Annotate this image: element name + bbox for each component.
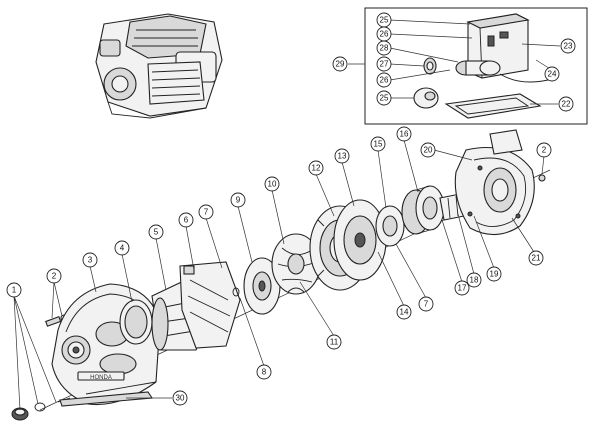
callout-10: 10 xyxy=(264,176,280,192)
svg-text:5: 5 xyxy=(154,228,159,237)
callout-7-right: 7 xyxy=(418,296,434,312)
part-rear-casing xyxy=(454,129,535,236)
svg-text:1: 1 xyxy=(12,286,17,295)
callout-5: 5 xyxy=(148,224,164,240)
callout-19: 19 xyxy=(486,266,502,282)
part-diffuser xyxy=(179,261,241,349)
svg-text:2: 2 xyxy=(52,272,57,281)
svg-text:3: 3 xyxy=(88,256,93,265)
engine-illustration xyxy=(95,13,223,119)
callout-16: 16 xyxy=(396,126,412,142)
svg-text:22: 22 xyxy=(562,100,571,109)
svg-text:4: 4 xyxy=(120,244,125,253)
callout-2-left: 2 xyxy=(46,268,62,284)
housing-mark: HONDA xyxy=(90,375,112,381)
svg-text:28: 28 xyxy=(380,44,389,53)
part-stator-plate-rear xyxy=(333,199,387,281)
part-nut-right xyxy=(538,174,546,182)
leader-lines xyxy=(13,19,561,411)
callout-26-bottom: 26 xyxy=(376,72,392,88)
svg-text:25: 25 xyxy=(380,16,389,25)
callout-14: 14 xyxy=(396,304,412,320)
callout-22: 22 xyxy=(558,96,574,112)
callout-30: 30 xyxy=(172,390,188,406)
part-mechanical-seal xyxy=(401,185,445,235)
callout-13: 13 xyxy=(334,148,350,164)
callout-25-top: 25 xyxy=(376,12,392,28)
callout-25-bottom: 25 xyxy=(376,90,392,106)
callout-3: 3 xyxy=(82,252,98,268)
svg-text:13: 13 xyxy=(338,152,347,161)
part-o-ring-small xyxy=(232,287,240,297)
callout-21: 21 xyxy=(528,250,544,266)
svg-text:24: 24 xyxy=(548,70,557,79)
svg-text:15: 15 xyxy=(374,140,383,149)
svg-text:30: 30 xyxy=(176,394,185,403)
callout-1: 1 xyxy=(6,282,22,298)
control-box-inset xyxy=(364,7,588,125)
part-impeller-disc xyxy=(243,257,281,315)
svg-text:19: 19 xyxy=(490,270,499,279)
callout-17: 17 xyxy=(454,280,470,296)
callout-27: 27 xyxy=(376,56,392,72)
part-spacer xyxy=(375,205,405,247)
svg-text:2: 2 xyxy=(542,146,547,155)
svg-text:18: 18 xyxy=(470,276,479,285)
svg-text:23: 23 xyxy=(564,42,573,51)
part-gasket-ring xyxy=(119,299,153,345)
svg-text:27: 27 xyxy=(380,60,389,69)
callout-26-top: 26 xyxy=(376,26,392,42)
callout-2-right: 2 xyxy=(536,142,552,158)
callout-18: 18 xyxy=(466,272,482,288)
callout-15: 15 xyxy=(370,136,386,152)
svg-text:11: 11 xyxy=(330,338,339,347)
svg-text:26: 26 xyxy=(380,76,389,85)
callout-8: 8 xyxy=(256,364,272,380)
callout-23: 23 xyxy=(560,38,576,54)
callout-28: 28 xyxy=(376,40,392,56)
callout-6: 6 xyxy=(178,212,194,228)
svg-text:7: 7 xyxy=(204,208,209,217)
callout-7-left: 7 xyxy=(198,204,214,220)
svg-text:25: 25 xyxy=(380,94,389,103)
svg-text:7: 7 xyxy=(424,300,429,309)
svg-text:12: 12 xyxy=(312,164,321,173)
svg-text:17: 17 xyxy=(458,284,467,293)
svg-text:26: 26 xyxy=(380,30,389,39)
svg-text:9: 9 xyxy=(236,196,241,205)
callout-12: 12 xyxy=(308,160,324,176)
callout-9: 9 xyxy=(230,192,246,208)
svg-text:20: 20 xyxy=(424,146,433,155)
svg-text:29: 29 xyxy=(336,60,345,69)
callout-11: 11 xyxy=(326,334,342,350)
svg-text:8: 8 xyxy=(262,368,267,377)
svg-text:10: 10 xyxy=(268,180,277,189)
svg-text:14: 14 xyxy=(400,308,409,317)
callout-20: 20 xyxy=(420,142,436,158)
callout-4: 4 xyxy=(114,240,130,256)
callout-29: 29 xyxy=(332,56,348,72)
svg-text:6: 6 xyxy=(184,216,189,225)
callout-24: 24 xyxy=(544,66,560,82)
svg-text:21: 21 xyxy=(532,254,541,263)
svg-text:16: 16 xyxy=(400,130,409,139)
